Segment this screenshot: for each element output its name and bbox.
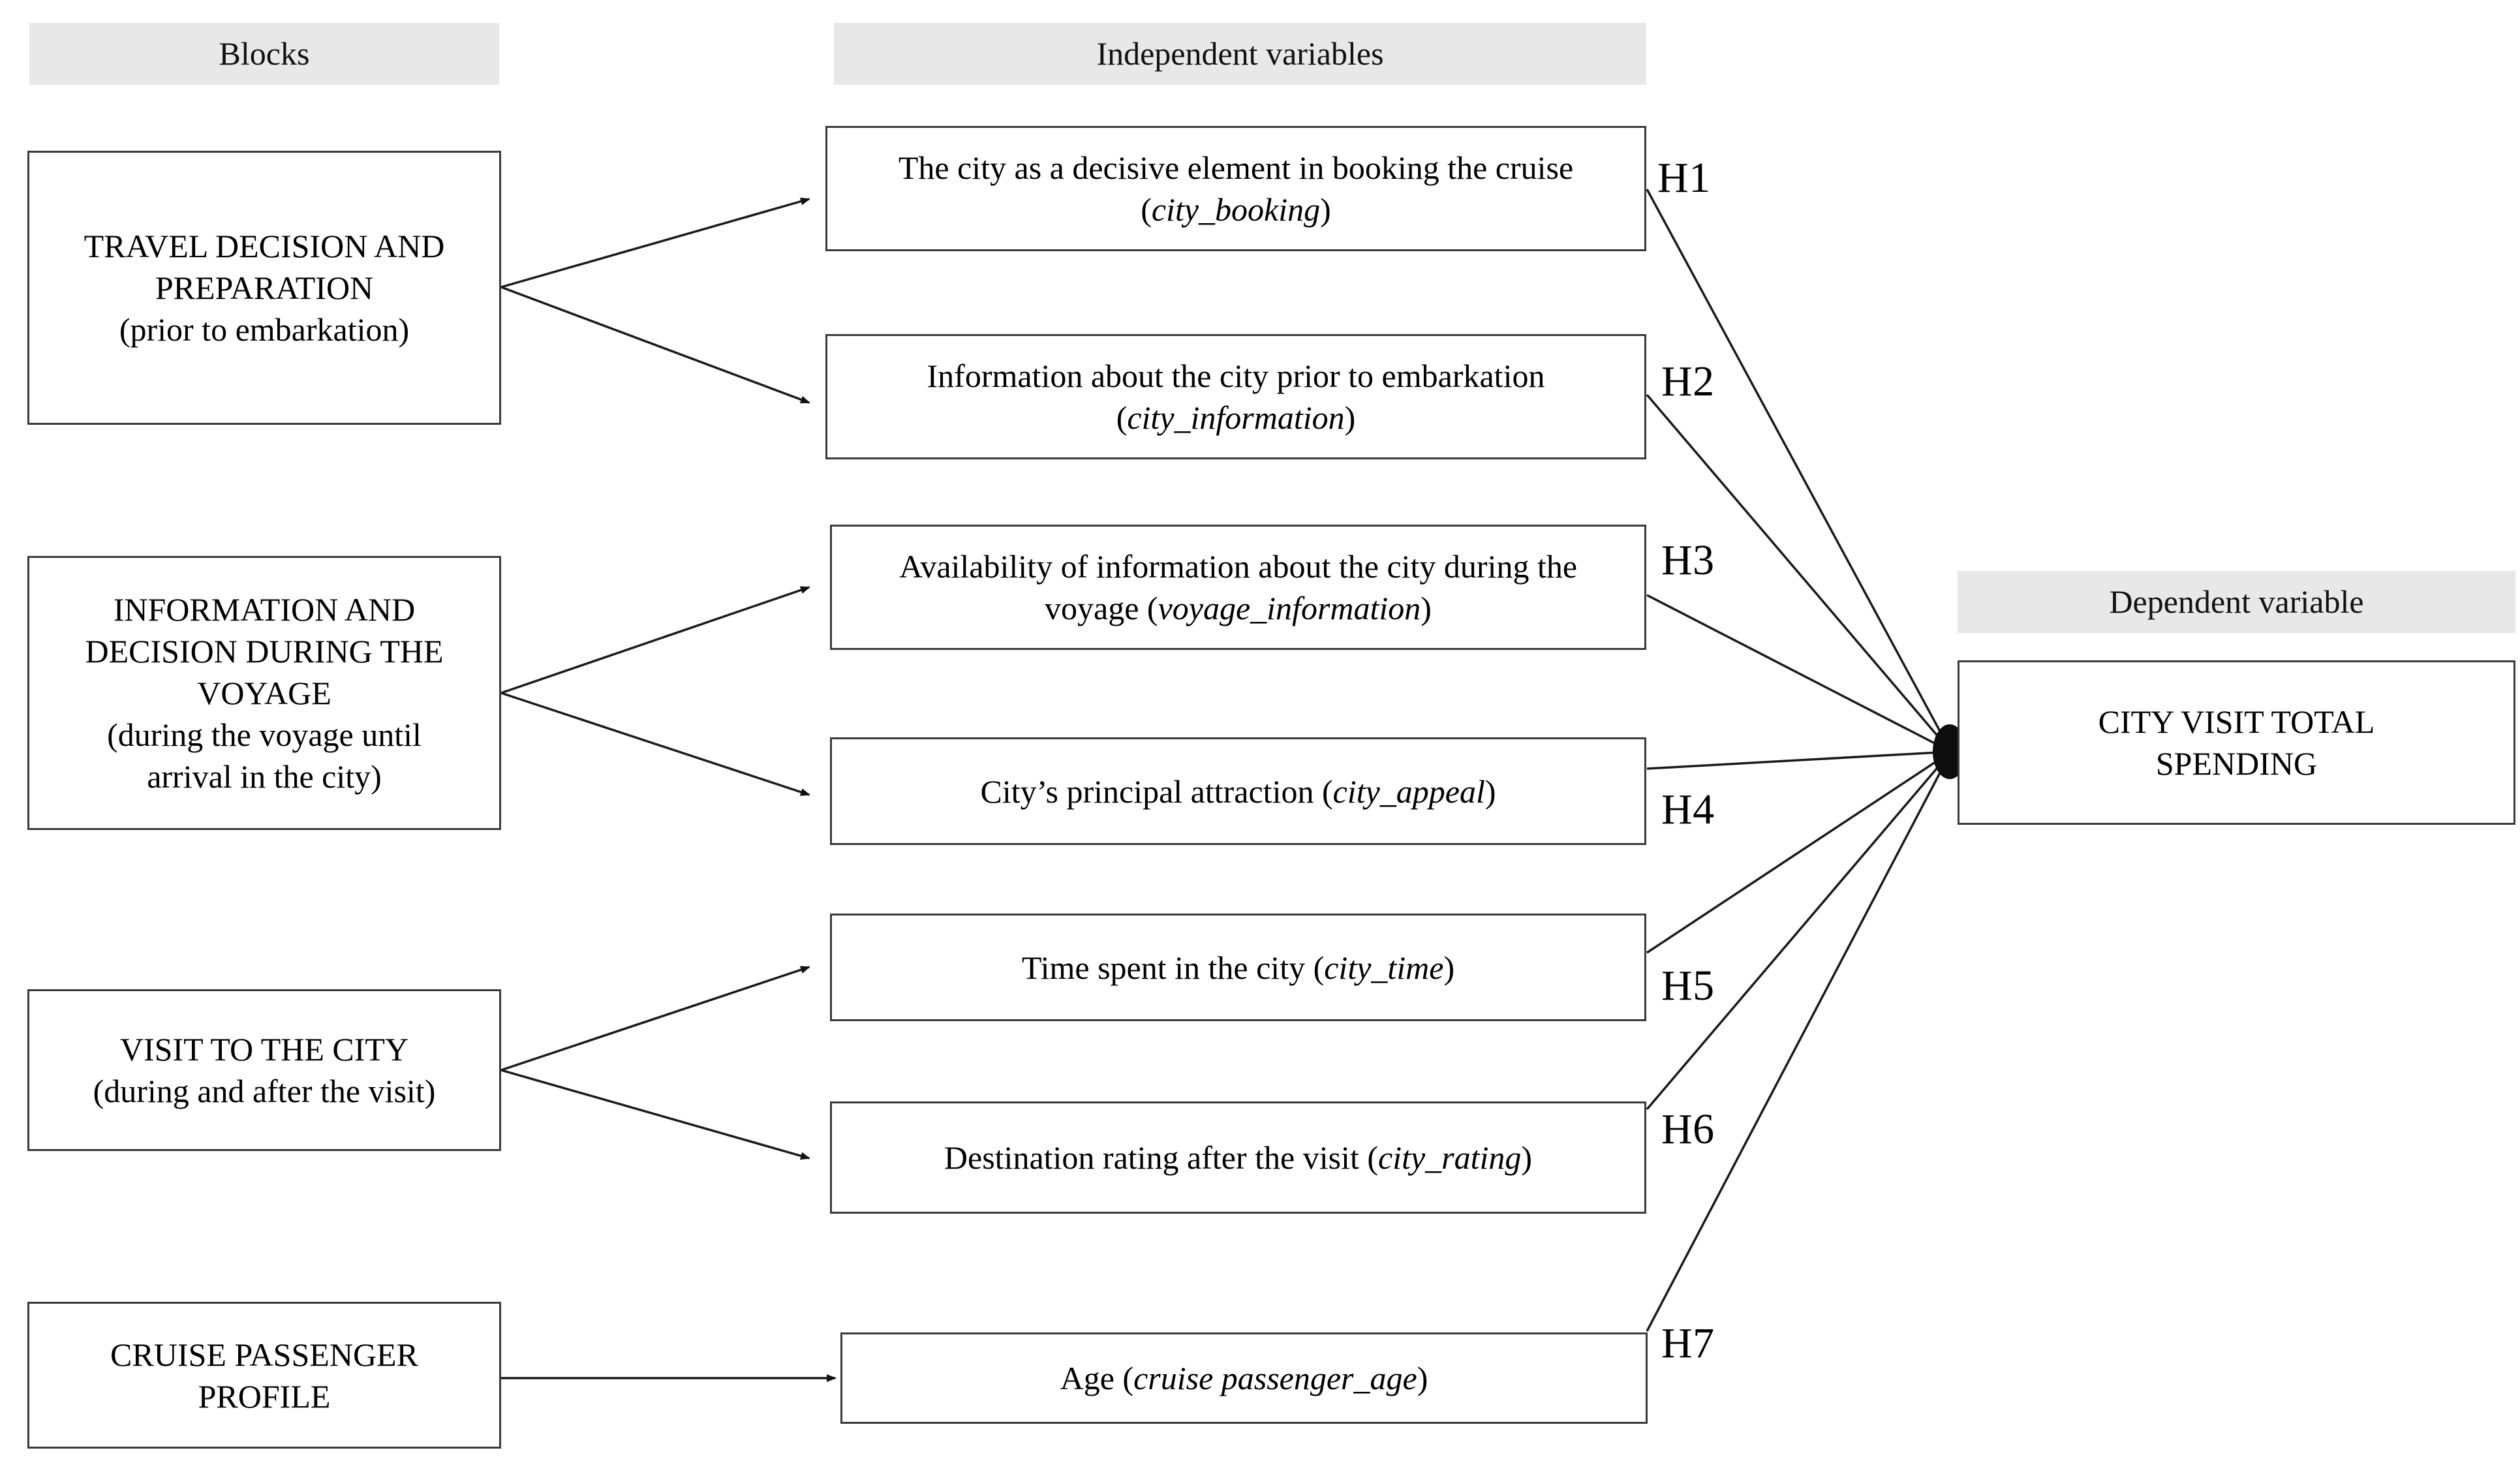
hypothesis-label-h4: H4 <box>1661 786 1715 833</box>
variable-box-cruise-passenger-age[interactable]: Age (cruise passenger_age) <box>840 1332 1648 1424</box>
block-information-decision-voyage-line1: INFORMATION AND <box>113 591 416 628</box>
variable-box-city-time-text: Time spent in the city (city_time) <box>842 947 1634 989</box>
dependent-variable-line1: CITY VISIT TOTAL <box>2098 703 2375 740</box>
variable-city-booking-code: city_booking <box>1151 191 1321 228</box>
dependent-variable-column-header-label: Dependent variable <box>2109 583 2364 620</box>
block-travel-decision-line3: (prior to embarkation) <box>119 311 410 348</box>
block-visit-to-the-city[interactable]: VISIT TO THE CITY (during and after the … <box>27 989 501 1151</box>
block-information-decision-voyage[interactable]: INFORMATION AND DECISION DURING THE VOYA… <box>27 556 501 830</box>
block-information-decision-voyage-text: INFORMATION AND DECISION DURING THE VOYA… <box>40 589 489 797</box>
arrow-block2-to-city-appeal <box>500 692 810 796</box>
block-travel-decision-line1: TRAVEL DECISION AND <box>84 228 445 264</box>
variable-box-city-appeal[interactable]: City’s principal attraction (city_appeal… <box>830 737 1646 845</box>
variable-box-city-booking[interactable]: The city as a decisive element in bookin… <box>825 126 1646 251</box>
variable-city-time-description: Time spent in the city ( <box>1021 949 1325 986</box>
hypothesis-label-h5: H5 <box>1661 962 1715 1009</box>
hypothesis-label-h6: H6 <box>1661 1105 1715 1153</box>
dependent-variable-column-header: Dependent variable <box>1958 571 2515 633</box>
variable-city-appeal-paren-close: ) <box>1484 773 1496 810</box>
variable-city-time-code: city_time <box>1324 949 1444 986</box>
variable-voyage-information-paren-open: voyage ( <box>1045 590 1158 626</box>
block-travel-decision-line2: PREPARATION <box>155 269 374 306</box>
variable-city-information-paren-open: ( <box>1116 399 1128 436</box>
block-visit-to-the-city-text: VISIT TO THE CITY (during and after the … <box>40 1028 489 1112</box>
variable-box-city-appeal-text: City’s principal attraction (city_appeal… <box>842 771 1634 812</box>
variable-box-city-rating[interactable]: Destination rating after the visit (city… <box>830 1101 1646 1214</box>
variable-city-appeal-code: city_appeal <box>1332 773 1485 810</box>
variable-cruise-passenger-age-code: cruise passenger_age <box>1133 1360 1417 1396</box>
variable-box-voyage-information[interactable]: Availability of information about the ci… <box>830 525 1646 650</box>
arrow-block1-to-city-information <box>500 286 810 404</box>
block-travel-decision-text: TRAVEL DECISION AND PREPARATION (prior t… <box>40 225 489 350</box>
hypothesis-line-h3 <box>1646 594 1952 753</box>
dependent-variable-box-text: CITY VISIT TOTAL SPENDING <box>1970 701 2503 784</box>
variable-cruise-passenger-age-paren-close: ) <box>1417 1360 1428 1396</box>
hypothesis-line-h1 <box>1646 189 1952 752</box>
variable-box-city-information[interactable]: Information about the city prior to emba… <box>825 334 1646 459</box>
variable-city-rating-code: city_rating <box>1378 1139 1522 1176</box>
blocks-column-header: Blocks <box>29 23 499 85</box>
variable-city-rating-description: Destination rating after the visit ( <box>944 1139 1378 1176</box>
block-cruise-passenger-profile-line1: CRUISE PASSENGER <box>110 1336 418 1373</box>
variable-city-information-paren-close: ) <box>1344 399 1356 436</box>
block-information-decision-voyage-line3: VOYAGE <box>197 675 331 711</box>
block-visit-to-the-city-line2: (during and after the visit) <box>93 1073 436 1109</box>
dependent-variable-box[interactable]: CITY VISIT TOTAL SPENDING <box>1958 660 2515 825</box>
arrow-block1-to-city-booking <box>500 197 810 288</box>
independent-variables-column-header: Independent variables <box>834 23 1646 85</box>
variable-box-city-rating-text: Destination rating after the visit (city… <box>842 1137 1634 1178</box>
variable-voyage-information-description: Availability of information about the ci… <box>899 548 1578 585</box>
variable-box-city-information-text: Information about the city prior to emba… <box>838 355 1634 438</box>
variable-voyage-information-paren-close: ) <box>1421 590 1432 626</box>
variable-box-city-booking-text: The city as a decisive element in bookin… <box>838 147 1634 230</box>
variable-box-city-time[interactable]: Time spent in the city (city_time) <box>830 914 1646 1021</box>
variable-box-voyage-information-text: Availability of information about the ci… <box>842 546 1634 629</box>
hypothesis-label-h1: H1 <box>1657 154 1711 202</box>
variable-cruise-passenger-age-description: Age ( <box>1060 1360 1134 1396</box>
variable-city-information-code: city_information <box>1127 399 1345 436</box>
variable-city-booking-paren-close: ) <box>1320 191 1331 228</box>
hypothesis-line-h5 <box>1646 750 1952 954</box>
variable-city-time-paren-close: ) <box>1443 949 1455 986</box>
arrow-block3-to-city-time <box>500 966 810 1071</box>
block-information-decision-voyage-line5: arrival in the city) <box>147 758 382 795</box>
arrow-block2-to-voyage-information <box>500 586 810 694</box>
variable-city-information-description: Information about the city prior to emba… <box>927 358 1545 394</box>
arrow-block3-to-city-rating <box>500 1069 810 1160</box>
variable-city-rating-paren-close: ) <box>1521 1139 1533 1176</box>
variable-box-cruise-passenger-age-text: Age (cruise passenger_age) <box>853 1357 1635 1399</box>
variable-city-appeal-description: City’s principal attraction ( <box>980 773 1333 810</box>
block-information-decision-voyage-line4: (during the voyage until <box>107 716 422 753</box>
variable-city-booking-paren-open: ( <box>1141 191 1152 228</box>
variable-voyage-information-code: voyage_information <box>1158 590 1421 626</box>
hypothesis-label-h7: H7 <box>1661 1319 1715 1367</box>
block-travel-decision[interactable]: TRAVEL DECISION AND PREPARATION (prior t… <box>27 151 501 425</box>
block-information-decision-voyage-line2: DECISION DURING THE <box>85 633 444 669</box>
hypothesis-label-h2: H2 <box>1661 358 1715 405</box>
block-cruise-passenger-profile-text: CRUISE PASSENGER PROFILE <box>40 1334 489 1417</box>
blocks-column-header-label: Blocks <box>219 35 310 72</box>
independent-variables-column-header-label: Independent variables <box>1096 35 1384 72</box>
hypothesis-line-h7 <box>1646 751 1952 1332</box>
hypothesis-label-h3: H3 <box>1661 536 1715 584</box>
hypothesis-line-h4 <box>1646 750 1952 770</box>
block-visit-to-the-city-line1: VISIT TO THE CITY <box>119 1031 409 1068</box>
block-cruise-passenger-profile[interactable]: CRUISE PASSENGER PROFILE <box>27 1302 501 1449</box>
dependent-variable-line2: SPENDING <box>2155 745 2318 782</box>
variable-city-booking-description: The city as a decisive element in bookin… <box>898 149 1574 186</box>
block-cruise-passenger-profile-line2: PROFILE <box>198 1377 331 1415</box>
